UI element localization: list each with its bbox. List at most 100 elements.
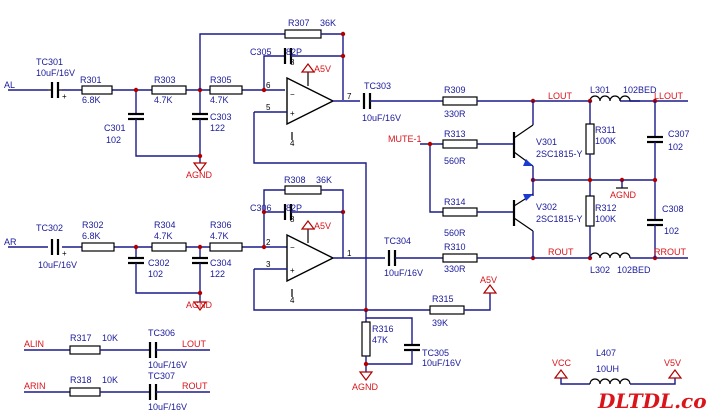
r316-value: 47K (372, 335, 388, 345)
r305-ref: R305 (210, 75, 232, 85)
net-label-v5v: V5V (664, 358, 681, 368)
r305-value: 4.7K (210, 95, 229, 105)
mute-transistors (420, 101, 628, 258)
pin-8b: 8 (290, 215, 295, 224)
c305-value: 82P (286, 47, 302, 57)
svg-text:+: + (62, 249, 67, 258)
tc303-value: 10uF/16V (362, 113, 401, 123)
c303-ref: C303 (210, 112, 232, 122)
c306-value: 82P (286, 203, 302, 213)
tc303-ref: TC303 (364, 81, 391, 91)
a5v-label-top: A5V (314, 64, 331, 74)
c301-value: 102 (106, 135, 121, 145)
agnd-label-top: AGND (186, 170, 213, 180)
r315-value: 39K (432, 318, 448, 328)
pin-7: 7 (347, 92, 352, 101)
watermark: DLTDL.com (597, 389, 707, 413)
r301-value: 6.8K (82, 95, 101, 105)
tc302-ref: TC302 (36, 223, 63, 233)
r308-ref: R308 (284, 175, 306, 185)
net-label-rout-aux: ROUT (182, 381, 208, 391)
r311-value: 100K (595, 136, 616, 146)
left-channel-circuit: + − + (8, 29, 688, 310)
c305-ref: C305 (250, 47, 272, 57)
r317-ref: R317 (70, 333, 92, 343)
net-label-vcc: VCC (552, 358, 572, 368)
c308-value: 102 (664, 226, 679, 236)
tc301-ref: TC301 (36, 57, 63, 67)
r315-ref: R315 (432, 294, 454, 304)
agnd-symbol (192, 162, 208, 172)
net-label-al: AL (4, 80, 15, 90)
tc304-ref: TC304 (384, 236, 411, 246)
c302-value: 102 (148, 269, 163, 279)
l301-value: 102BED (623, 85, 657, 95)
l302-value: 102BED (617, 265, 651, 275)
tc306-value: 10uF/16V (148, 360, 187, 370)
r309-ref: R309 (444, 85, 466, 95)
r318-ref: R318 (70, 375, 92, 385)
tc307-value: 10uF/16V (148, 402, 187, 412)
v301-ref: V301 (536, 137, 557, 147)
r303-value: 4.7K (154, 95, 173, 105)
svg-text:−: − (290, 90, 295, 99)
a5v-label-bottom: A5V (314, 221, 331, 231)
pin-4b: 4 (290, 296, 295, 305)
tc305-value: 10uF/16V (422, 358, 461, 368)
power-filter (553, 369, 683, 385)
pin-3: 3 (266, 260, 271, 269)
c306-ref: C306 (250, 203, 272, 213)
l407-ref: L407 (596, 348, 616, 358)
r316-ref: R316 (372, 324, 394, 334)
r302-ref: R302 (82, 220, 104, 230)
pin-4: 4 (290, 139, 295, 148)
r304-ref: R304 (154, 220, 176, 230)
c301-ref: C301 (104, 123, 126, 133)
svg-text:+: + (290, 109, 295, 118)
v301-value: 2SC1815-Y (536, 149, 583, 159)
c303-value: 122 (210, 123, 225, 133)
net-label-arin: ARIN (24, 381, 46, 391)
svg-text:−: − (290, 243, 295, 252)
aux-outputs (24, 342, 210, 400)
net-label-lout: LOUT (548, 91, 573, 101)
pin-6: 6 (266, 81, 271, 90)
bias-network (358, 284, 498, 381)
v302-value: 2SC1815-Y (536, 214, 583, 224)
r313-ref: R313 (444, 129, 466, 139)
pin-5: 5 (266, 103, 271, 112)
r309-value: 330R (444, 109, 466, 119)
net-label-llout: LLOUT (654, 91, 684, 101)
net-label-ar: AR (4, 237, 17, 247)
c304-ref: C304 (210, 258, 232, 268)
r317-value: 10K (102, 333, 118, 343)
c304-value: 122 (210, 269, 225, 279)
net-label-lout-aux: LOUT (182, 339, 207, 349)
tc306-ref: TC306 (148, 328, 175, 338)
r318-value: 10K (102, 375, 118, 385)
svg-text:+: + (62, 92, 67, 101)
agnd-label-mid: AGND (610, 190, 637, 200)
net-label-rout: ROUT (548, 247, 574, 257)
v302-ref: V302 (536, 202, 557, 212)
tc304-value: 10uF/16V (384, 268, 423, 278)
r306-ref: R306 (210, 220, 232, 230)
r304-value: 4.7K (154, 231, 173, 241)
r303-ref: R303 (154, 75, 176, 85)
c307-value: 102 (668, 142, 683, 152)
r307-ref: R307 (288, 18, 310, 28)
pin-2: 2 (266, 238, 271, 247)
a5v-label-r315: A5V (480, 275, 497, 285)
tc301-value: 10uF/16V (36, 68, 75, 78)
r301-ref: R301 (80, 75, 102, 85)
r313-value: 560R (444, 156, 466, 166)
tc302-value: 10uF/16V (38, 260, 77, 270)
r302-value: 6.8K (82, 231, 101, 241)
tc305-ref: TC305 (422, 348, 449, 358)
r312-value: 100K (595, 214, 616, 224)
r314-ref: R314 (444, 197, 466, 207)
agnd-symbol (192, 301, 208, 311)
agnd-label-r316: AGND (352, 382, 379, 392)
pin-8: 8 (290, 58, 295, 67)
